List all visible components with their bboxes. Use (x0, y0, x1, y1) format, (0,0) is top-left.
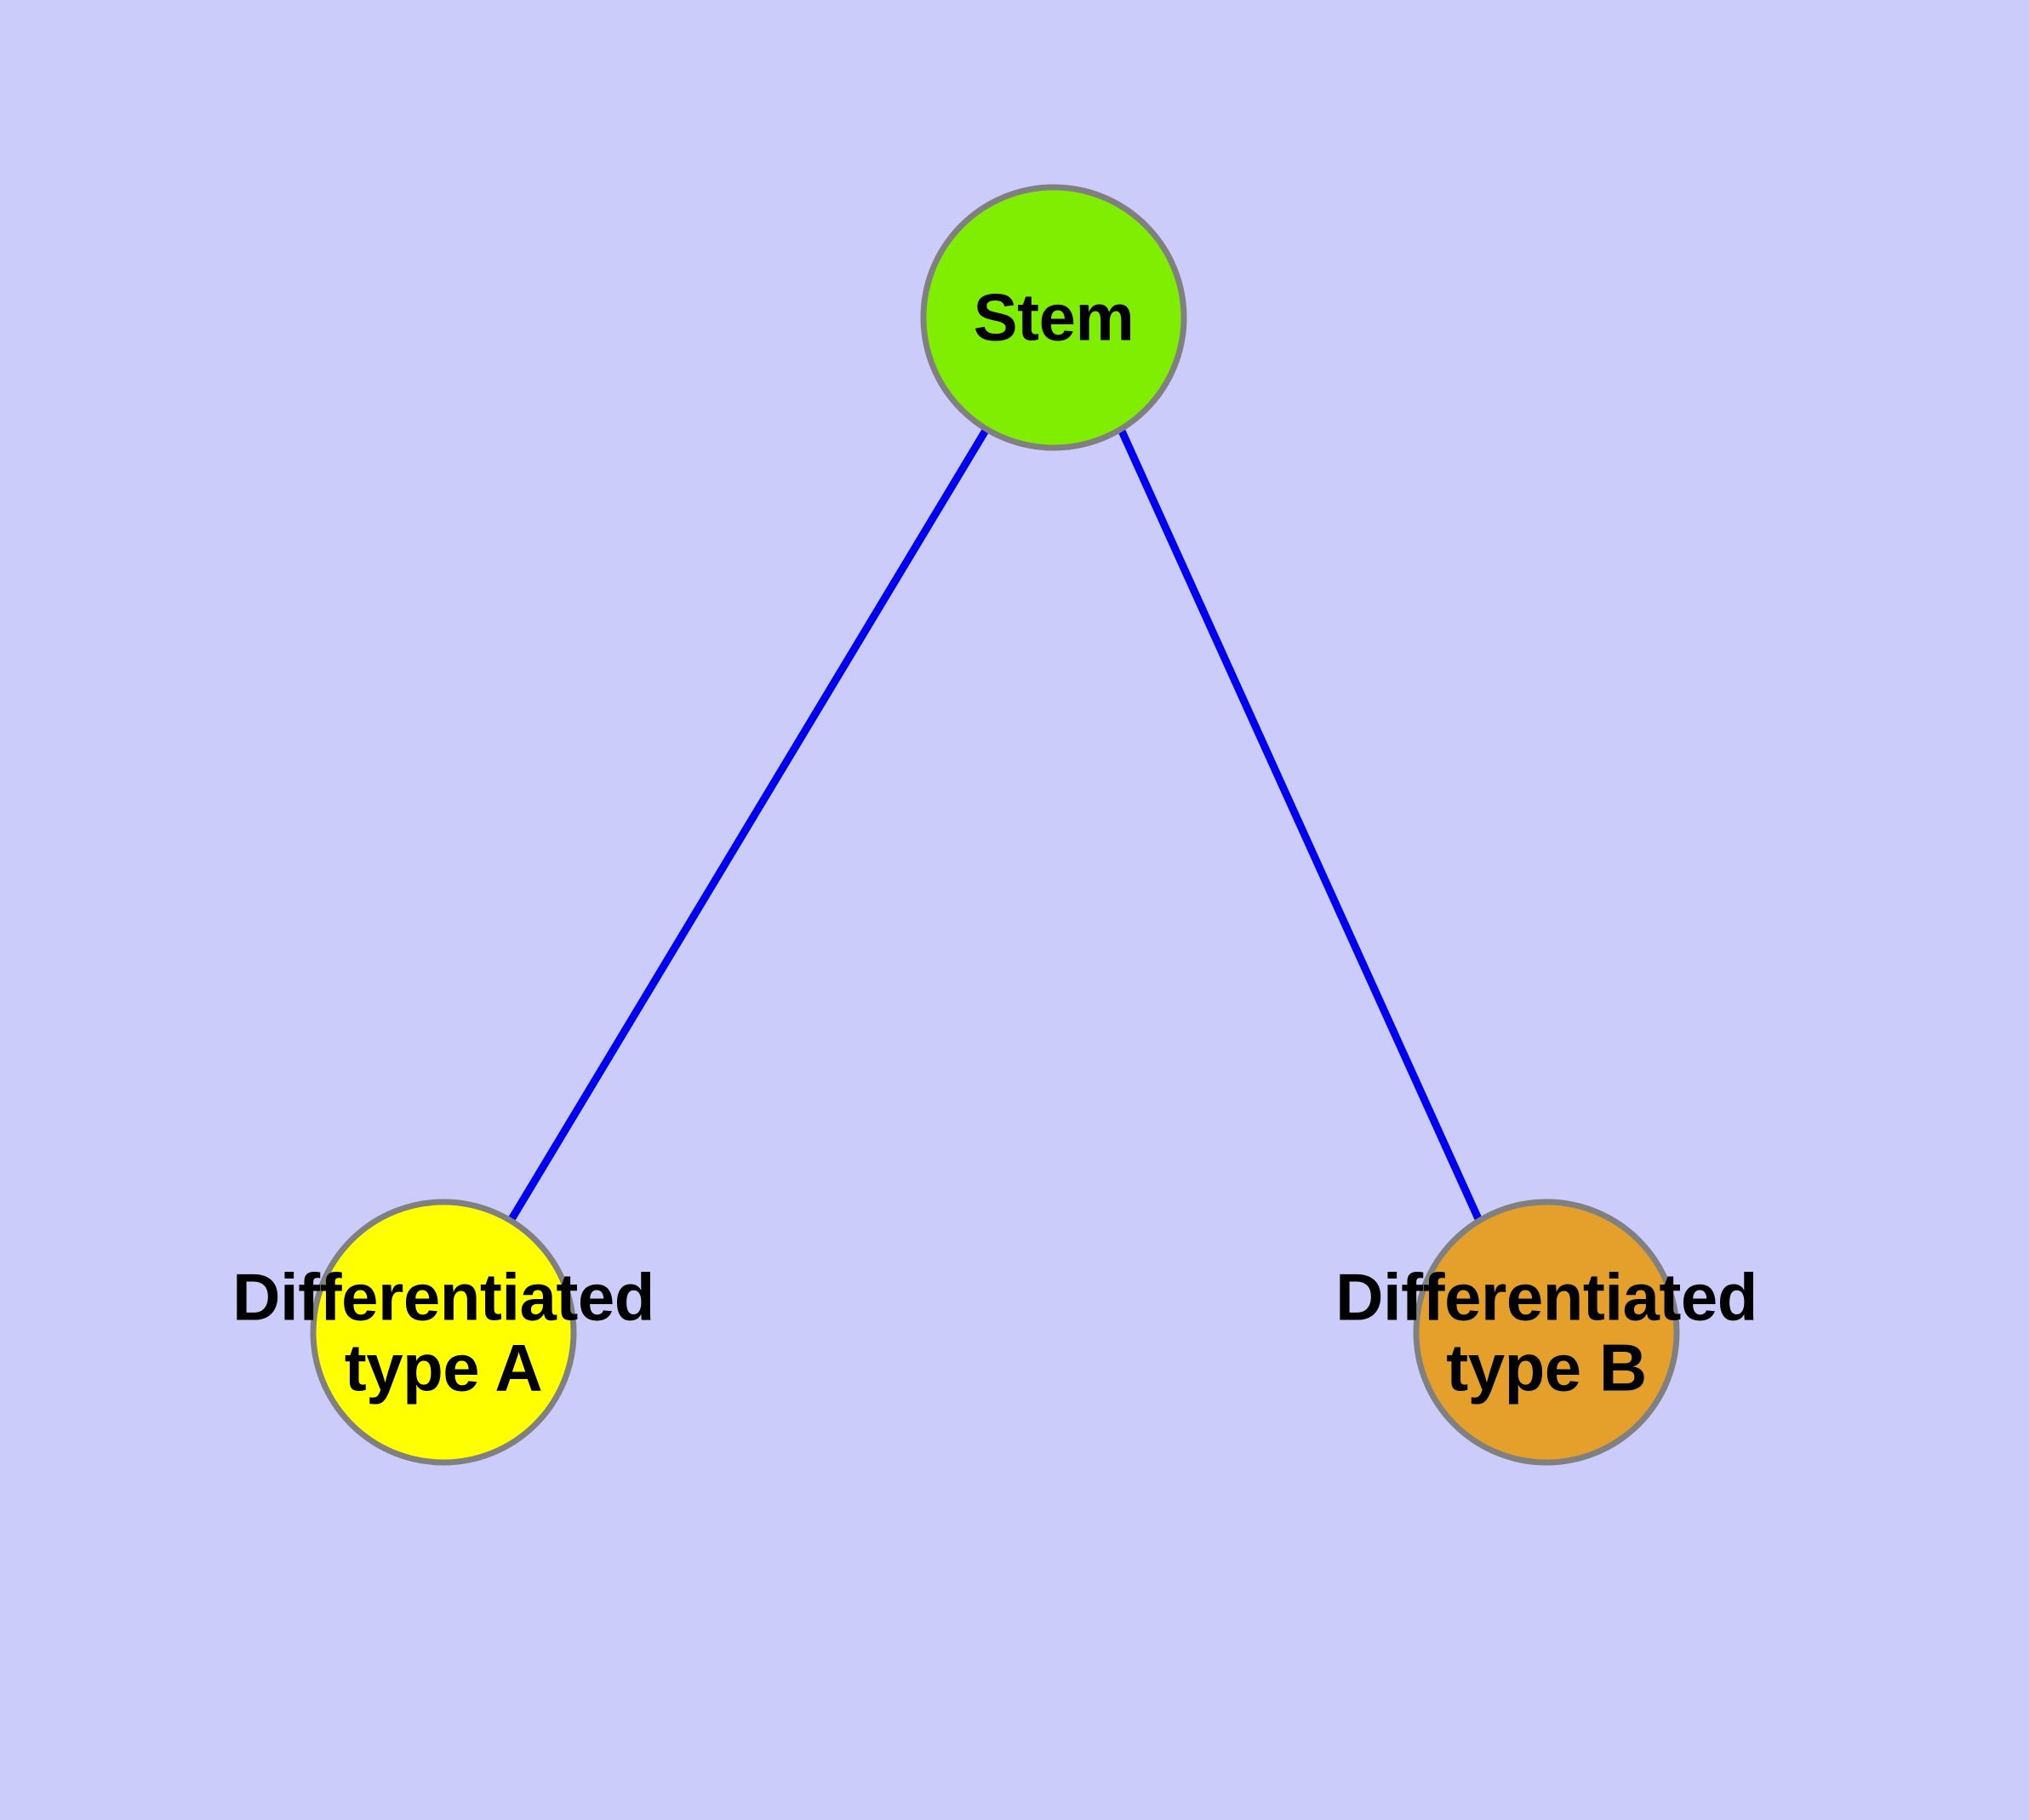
node-differentiated-type-b[interactable] (1413, 1199, 1680, 1466)
edge-stem-to-differentiated-type-b (1117, 427, 1483, 1222)
edge-layer (507, 426, 1483, 1223)
edge-stem-to-differentiated-type-a (507, 426, 990, 1223)
node-differentiated-type-a[interactable] (310, 1199, 577, 1466)
node-layer (310, 184, 1680, 1466)
node-stem[interactable] (920, 184, 1187, 451)
